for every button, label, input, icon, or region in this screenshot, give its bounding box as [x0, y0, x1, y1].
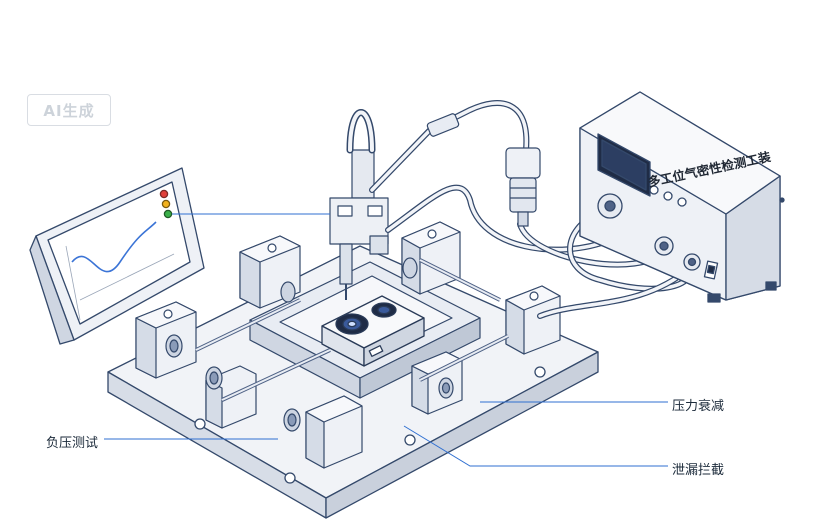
pneumatic-fitting-icon: [426, 113, 541, 227]
label-pressure-decay: 压力衰减: [672, 399, 725, 414]
label-negative-pressure-test: 负压测试: [46, 436, 99, 451]
label-leak-interception: 泄漏拦截: [672, 463, 725, 478]
camera-device-icon: [321, 295, 425, 367]
clamp-blocks: [135, 221, 561, 469]
ai-generated-watermark: AI生成: [27, 94, 111, 126]
guide-rods: [165, 257, 509, 432]
callout-lines: [104, 213, 668, 467]
probe-column: [329, 149, 389, 300]
monitor-icon: [29, 167, 205, 345]
pressure-tester-icon: [579, 91, 785, 303]
